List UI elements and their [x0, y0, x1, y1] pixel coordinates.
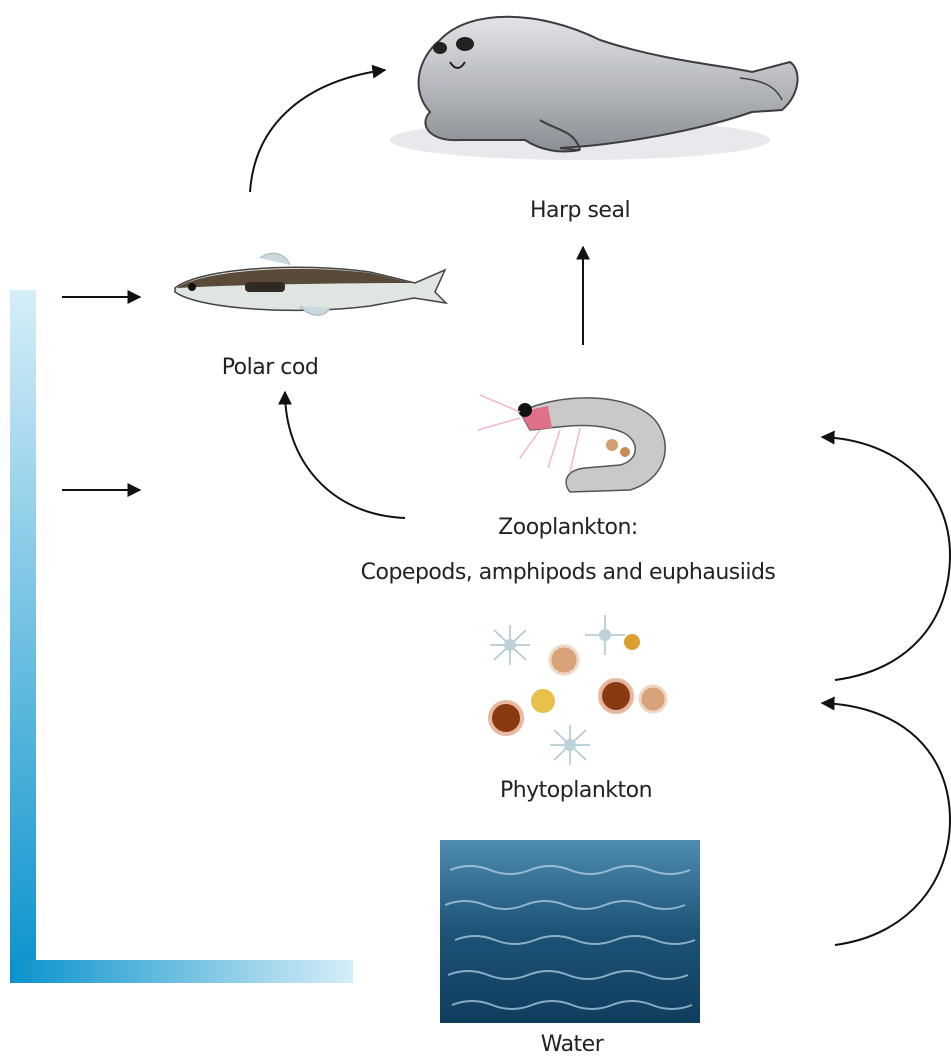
- cod-to-seal-arrow: [250, 70, 385, 192]
- zooplankton-types-label: Copepods, amphipods and euphausiids: [361, 560, 776, 585]
- zooplankton-illustration: [478, 395, 665, 492]
- water-image: [440, 840, 700, 1023]
- harp-seal-label: Harp seal: [530, 198, 630, 223]
- phytoplankton-illustration: [490, 615, 666, 765]
- zooplankton-title-label: Zooplankton:: [498, 515, 638, 540]
- zooplankton-to-cod-arrow: [285, 392, 405, 518]
- water-label: Water: [541, 1032, 604, 1057]
- water-to-phytoplankton-arrow: [822, 703, 950, 945]
- polar-cod-illustration: [175, 253, 446, 315]
- phytoplankton-to-zooplankton-arrow: [822, 437, 950, 680]
- phytoplankton-label: Phytoplankton: [500, 778, 652, 803]
- harp-seal-illustration: [390, 17, 798, 160]
- environment-bar: [10, 290, 353, 983]
- polar-cod-label: Polar cod: [222, 355, 319, 380]
